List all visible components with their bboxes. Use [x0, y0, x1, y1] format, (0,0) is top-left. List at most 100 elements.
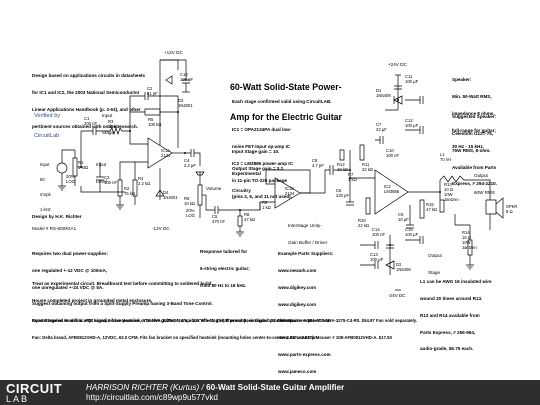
- ref: C13: [370, 252, 378, 257]
- ref: C1: [84, 116, 90, 121]
- ref: C6: [336, 188, 342, 193]
- ref: C5: [212, 214, 218, 219]
- supplier-line: www.mouser.com: [278, 335, 317, 341]
- value: 100 nF: [372, 232, 386, 237]
- stages-line: Each stage confirmed valid using Circuit…: [232, 99, 332, 105]
- value: 70 nH: [440, 157, 452, 162]
- ref: D2: [396, 262, 402, 267]
- label-line: 50: [40, 177, 45, 182]
- label-line: Stage: [102, 129, 115, 135]
- ref: R6: [184, 196, 190, 201]
- value: 22 µF: [376, 127, 387, 132]
- taper: LOG: [186, 213, 195, 218]
- value: 51 pF: [147, 91, 158, 96]
- supplier-line: www.digikey.com: [278, 301, 317, 307]
- supplier-line: www.digikey.com: [278, 284, 317, 290]
- verified-badge: Verified by CircuitLab: [34, 100, 60, 153]
- ref: R13: [444, 182, 452, 187]
- ref: D4: [163, 190, 169, 195]
- value: 2134: [285, 191, 295, 196]
- value: 2134: [161, 153, 171, 158]
- ref: R11: [362, 162, 370, 167]
- value: 220 pF: [336, 193, 350, 198]
- supplier-line: www.newark.com: [278, 267, 317, 273]
- label-line: Stage: [428, 269, 441, 275]
- r6-taper: 20%LOG: [186, 208, 195, 218]
- circuitlab-logo-sub: LAB: [6, 394, 30, 404]
- value: 10 kΩ: [108, 124, 120, 129]
- value: 75 kΩ: [124, 191, 136, 196]
- suggested-line: Express, # 294-2210.: [452, 181, 497, 187]
- ref: R9: [262, 200, 268, 205]
- title-line-1: 60-Watt Solid-State Power-: [230, 82, 342, 92]
- suggested-line: Celestion G12T-75,: [452, 130, 494, 136]
- preamp-line: Suggest obtaining output from a Split-Su…: [32, 301, 213, 307]
- suppliers-note: Example Parts Suppliers: www.newark.com …: [278, 240, 333, 380]
- rating: 10W: [462, 240, 471, 245]
- schematic-canvas: 60-Watt Solid-State Power- Amp for the E…: [32, 50, 517, 380]
- stages-line: IC1 = OPA2134PA dual low-: [232, 127, 292, 133]
- power-line: one regulated +-12 VDC @ 100mA,: [32, 267, 108, 273]
- rail-minus-24: -24V DC: [388, 293, 406, 298]
- value: 100 µF: [370, 257, 384, 262]
- stages-line: in 11-pin TO-220 package: [232, 177, 288, 183]
- speaker-note: Speaker: Min. 50-Watt RMS, impedance 8 o…: [452, 66, 496, 161]
- rail-plus-12: +12V DC: [164, 50, 183, 55]
- warning-line: Treat as experimental circuit. Breadboar…: [32, 281, 213, 287]
- ref: C8: [312, 158, 318, 163]
- ref: R8: [244, 212, 250, 217]
- ref: C14: [372, 227, 380, 232]
- label-line: Output: [474, 173, 488, 179]
- coil-line: audio-grade, $6.75 each.: [420, 346, 474, 352]
- ref: C3: [104, 175, 110, 180]
- value: 1N4001: [178, 103, 193, 108]
- taper: 20%: [186, 208, 195, 213]
- design-basis-line: Linear Applications Handbook (p. 3-63), …: [32, 106, 141, 112]
- footer-url[interactable]: http://circuitlab.com/c89wp9u577vkd: [86, 393, 218, 402]
- value: 1 kΩ: [348, 177, 357, 182]
- value: 22 kΩ: [362, 167, 374, 172]
- ref: R3: [108, 119, 114, 124]
- value: 470 nF: [212, 219, 226, 224]
- value: 1N5408: [396, 267, 411, 272]
- preamp-note: Suggest obtaining output from a Split-Su…: [32, 290, 293, 335]
- stages-note: Each stage confirmed valid using Circuit…: [232, 88, 332, 211]
- design-basis-note: Design based on applications circuits in…: [32, 62, 145, 140]
- ref: R12: [337, 162, 345, 167]
- label-line: 1 kHz: [40, 207, 51, 212]
- circuitlab-logo[interactable]: CIRCUIT: [6, 381, 63, 396]
- supplier-line: Example Parts Suppliers:: [278, 251, 334, 257]
- r1-taper: 20%LOG: [66, 174, 75, 184]
- ref: R10: [358, 218, 366, 223]
- title-line-2: Amp for the Electric Guitar: [230, 112, 342, 122]
- ref: IC1b: [285, 186, 294, 191]
- value: LM3886: [384, 189, 400, 194]
- value: 100 nF: [104, 180, 118, 185]
- value: 200 nF: [84, 121, 98, 126]
- author: HARRISON RICHTER (Kurtus) /: [86, 383, 207, 392]
- brand: Jantzen: [444, 197, 459, 202]
- ref: C7: [376, 122, 382, 127]
- supplier-line: www.parts-express.com: [278, 351, 331, 357]
- experimental-warning: Treat as experimental circuit. Breadboar…: [32, 270, 213, 315]
- value: 47 kΩ: [426, 207, 438, 212]
- heatsink-line: Recommended Heatsink: ATS brand, Active …: [32, 318, 418, 324]
- coil-note: L1 can be AWG 16 insulated wire wound 20…: [420, 268, 492, 363]
- stages-line: noise FET-input op-amp IC: [232, 143, 291, 149]
- brand: Jantzen: [462, 245, 477, 250]
- value: 2.2 kΩ: [138, 181, 151, 186]
